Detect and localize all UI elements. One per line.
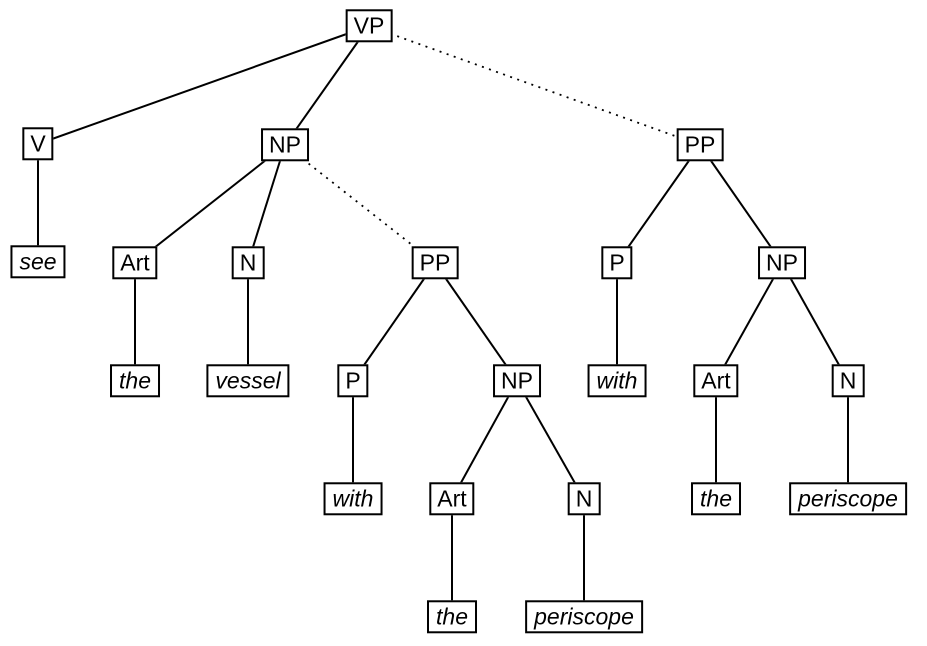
leaf-with-right: with	[587, 364, 647, 398]
edge-np-pp-dotted	[284, 144, 436, 264]
node-v: V	[22, 127, 54, 161]
leaf-the-mid: the	[427, 600, 477, 634]
leaf-periscope-mid: periscope	[525, 600, 643, 634]
edge-ppright-p	[616, 144, 701, 264]
edge-npright-art	[715, 262, 783, 382]
edge-np-art	[134, 144, 286, 264]
edge-vp-v	[37, 25, 370, 145]
edge-np-n	[247, 144, 286, 264]
leaf-the-left: the	[110, 364, 160, 398]
node-pp-right: PP	[676, 128, 724, 162]
node-p-mid: P	[337, 364, 369, 398]
edge-npmid-art	[451, 380, 518, 500]
leaf-with-mid: with	[323, 482, 383, 516]
node-np-top: NP	[261, 128, 309, 162]
node-art-left: Art	[112, 246, 158, 280]
node-n-right: N	[831, 364, 865, 398]
edge-vp-pp-dotted	[368, 25, 701, 146]
edge-npmid-n	[516, 380, 585, 500]
leaf-see: see	[10, 245, 66, 279]
leaf-periscope-right: periscope	[789, 482, 907, 516]
edge-ppmid-np	[434, 262, 518, 382]
node-art-right: Art	[693, 364, 739, 398]
edge-vp-np	[284, 25, 370, 146]
node-n-mid: N	[567, 482, 601, 516]
node-n-left: N	[231, 246, 265, 280]
node-art-mid: Art	[429, 482, 475, 516]
leaf-the-right: the	[691, 482, 741, 516]
node-pp-mid: PP	[411, 246, 459, 280]
node-np-mid: NP	[493, 364, 541, 398]
edge-ppright-np	[699, 144, 783, 264]
edge-ppmid-p	[352, 262, 436, 382]
edge-npright-n	[781, 262, 849, 382]
node-np-right: NP	[758, 246, 806, 280]
leaf-vessel: vessel	[206, 364, 290, 398]
node-vp: VP	[345, 9, 393, 43]
node-p-right: P	[601, 246, 633, 280]
